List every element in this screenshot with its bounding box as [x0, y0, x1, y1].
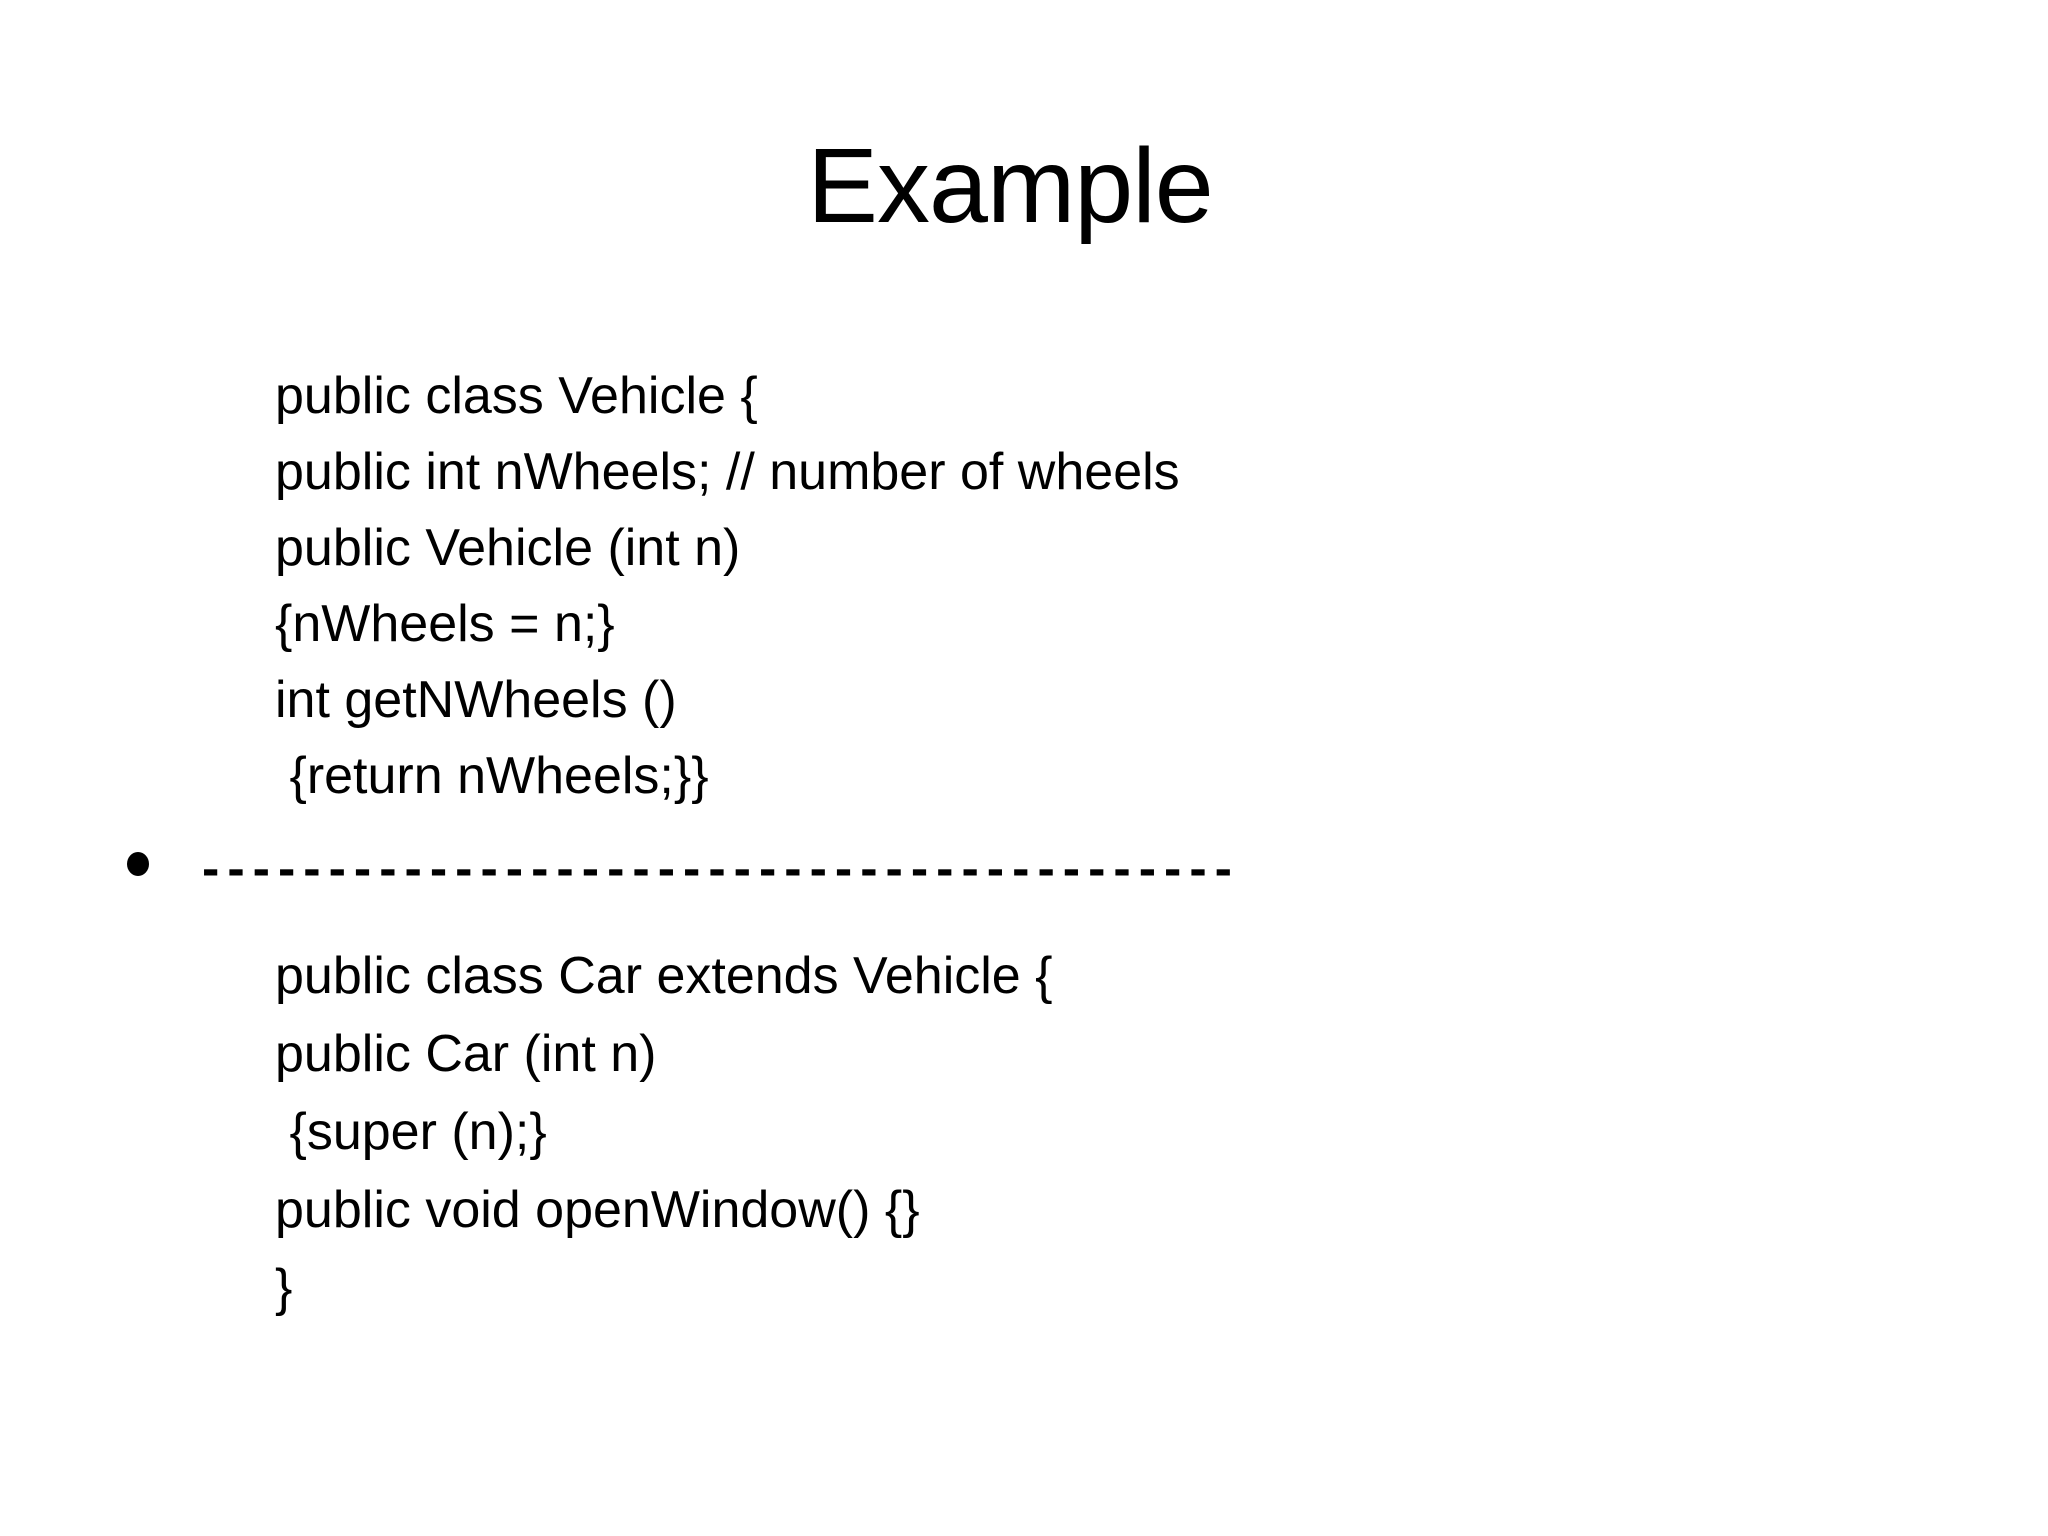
- car-code-block: public class Car extends Vehicle { publi…: [275, 937, 1053, 1327]
- code-line: {return nWheels;}}: [275, 747, 709, 805]
- vehicle-code-block: public class Vehicle { public int nWheel…: [275, 358, 1180, 814]
- code-line: public class Vehicle {: [275, 367, 758, 425]
- code-line: public Vehicle (int n): [275, 519, 741, 577]
- code-line: public void openWindow() {}: [275, 1181, 920, 1239]
- code-line: {nWheels = n;}: [275, 595, 615, 653]
- slide-title: Example: [807, 127, 1213, 245]
- bullet-icon: [127, 852, 149, 876]
- code-line: public class Car extends Vehicle {: [275, 947, 1053, 1005]
- code-line: }: [275, 1259, 293, 1317]
- code-line: int getNWheels (): [275, 671, 677, 729]
- code-line: public Car (int n): [275, 1025, 657, 1083]
- bullet-separator-row: ----------------------------------------…: [0, 831, 2048, 907]
- dashed-separator: ----------------------------------------…: [202, 840, 1240, 898]
- code-line: {super (n);}: [275, 1103, 547, 1161]
- code-line: public int nWheels; // number of wheels: [275, 443, 1180, 501]
